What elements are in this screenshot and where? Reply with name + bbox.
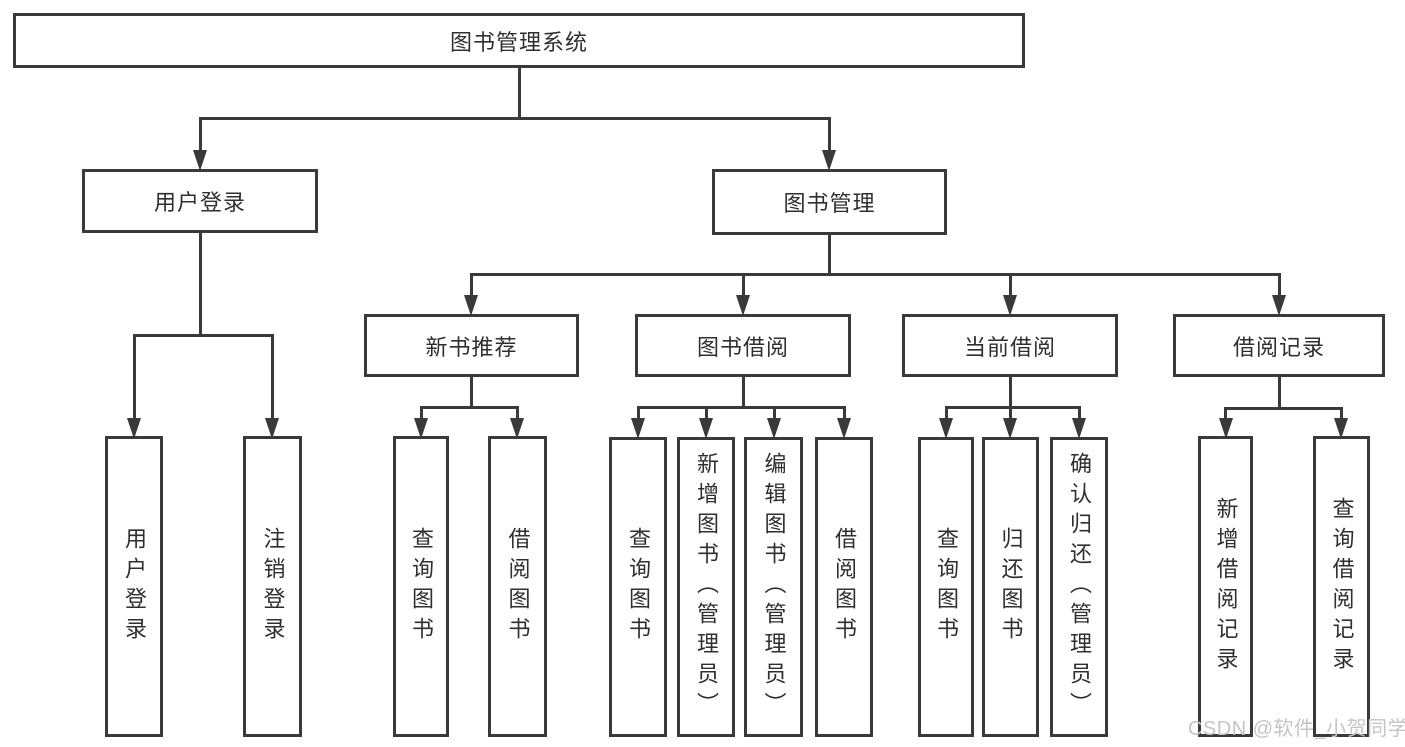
connector-drop-book-management <box>827 116 831 153</box>
connector-drop-cb-confirm <box>1077 405 1081 421</box>
arrowhead-nb-query <box>414 418 428 439</box>
connector-drop-nb-query <box>419 405 423 421</box>
leaf-query-books-recommend: 查询图书 <box>393 436 449 737</box>
arrowhead-bb-query <box>631 418 645 439</box>
connector-drop-logout-leaf <box>270 333 274 420</box>
arrowhead-cb-confirm <box>1072 418 1086 439</box>
connector-drop-bb-add <box>704 405 708 421</box>
connector-book-borrowing-stem <box>741 377 745 408</box>
connector-drop-book-borrowing <box>741 272 745 298</box>
connector-drop-bb-edit <box>772 405 776 421</box>
connector-borrowing-records-stem <box>1277 377 1281 409</box>
arrowhead-borrowing-records <box>1272 295 1286 316</box>
connector-drop-bb-borrow <box>842 405 846 421</box>
leaf-edit-books-admin: 编辑图书（管理员） <box>744 437 803 737</box>
leaf-logout: 注销登录 <box>243 436 302 737</box>
node-new-book-recommendation: 新书推荐 <box>364 314 579 377</box>
arrowhead-bb-edit <box>767 418 781 439</box>
connector-root-stem <box>517 68 521 120</box>
connector-new-book-branch <box>419 405 519 409</box>
leaf-add-borrow-record: 新增借阅记录 <box>1198 436 1253 737</box>
connector-new-book-stem <box>469 377 473 408</box>
arrowhead-user-login-leaf <box>127 418 141 439</box>
arrowhead-book-management <box>822 150 836 171</box>
arrowhead-bb-borrow <box>837 418 851 439</box>
node-current-borrowing: 当前借阅 <box>902 314 1118 377</box>
arrowhead-cb-return <box>1003 418 1017 439</box>
connector-drop-br-add <box>1224 406 1227 421</box>
node-borrowing-records: 借阅记录 <box>1173 314 1385 377</box>
node-book-management: 图书管理 <box>712 169 947 235</box>
connector-user-login-branch <box>132 333 274 337</box>
connector-drop-bb-query <box>636 405 640 421</box>
connector-drop-user-login-leaf <box>132 333 136 420</box>
leaf-borrow-books-recommend: 借阅图书 <box>488 436 547 737</box>
arrowhead-nb-borrow <box>510 418 524 439</box>
arrowhead-br-query <box>1334 418 1348 439</box>
connector-drop-borrowing-records <box>1277 272 1281 298</box>
connector-root-branch <box>198 116 831 120</box>
connector-book-management-stem <box>827 235 831 276</box>
leaf-query-books-borrowing: 查询图书 <box>609 437 667 737</box>
arrowhead-book-borrowing <box>736 295 750 316</box>
connector-drop-cb-query <box>944 405 948 421</box>
arrowhead-new-book <box>464 295 478 316</box>
connector-drop-user-login <box>198 116 202 153</box>
node-book-borrowing: 图书借阅 <box>635 314 851 377</box>
node-user-login: 用户登录 <box>82 169 318 233</box>
connector-drop-nb-borrow <box>515 405 519 421</box>
arrowhead-user-login <box>193 150 207 171</box>
leaf-confirm-return-admin: 确认归还（管理员） <box>1050 437 1108 737</box>
leaf-user-login: 用户登录 <box>105 436 163 737</box>
arrowhead-bb-add <box>699 418 713 439</box>
arrowhead-logout-leaf <box>265 418 279 439</box>
connector-user-login-stem <box>198 233 202 336</box>
connector-current-borrowing-stem <box>1008 377 1012 408</box>
watermark-text: CSDN @软件_小贺同学 <box>1188 718 1405 740</box>
arrowhead-br-add <box>1219 418 1233 439</box>
leaf-query-borrow-record: 查询借阅记录 <box>1313 436 1370 737</box>
connector-drop-current-borrowing <box>1008 272 1012 298</box>
connector-drop-new-book <box>469 272 473 298</box>
connector-book-borrowing-branch <box>636 405 846 409</box>
arrowhead-current-borrowing <box>1003 295 1017 316</box>
connector-drop-cb-return <box>1008 405 1012 421</box>
connector-borrowing-records-branch <box>1224 406 1343 410</box>
leaf-return-books: 归还图书 <box>982 437 1039 737</box>
leaf-borrow-books-borrowing: 借阅图书 <box>815 437 873 737</box>
node-library-system: 图书管理系统 <box>13 13 1025 68</box>
connector-book-management-branch <box>469 272 1281 276</box>
connector-current-borrowing-branch <box>944 405 1081 409</box>
leaf-add-books-admin: 新增图书（管理员） <box>677 437 735 737</box>
leaf-query-books-current: 查询图书 <box>918 437 974 737</box>
arrowhead-cb-query <box>939 418 953 439</box>
connector-drop-br-query <box>1340 406 1343 421</box>
